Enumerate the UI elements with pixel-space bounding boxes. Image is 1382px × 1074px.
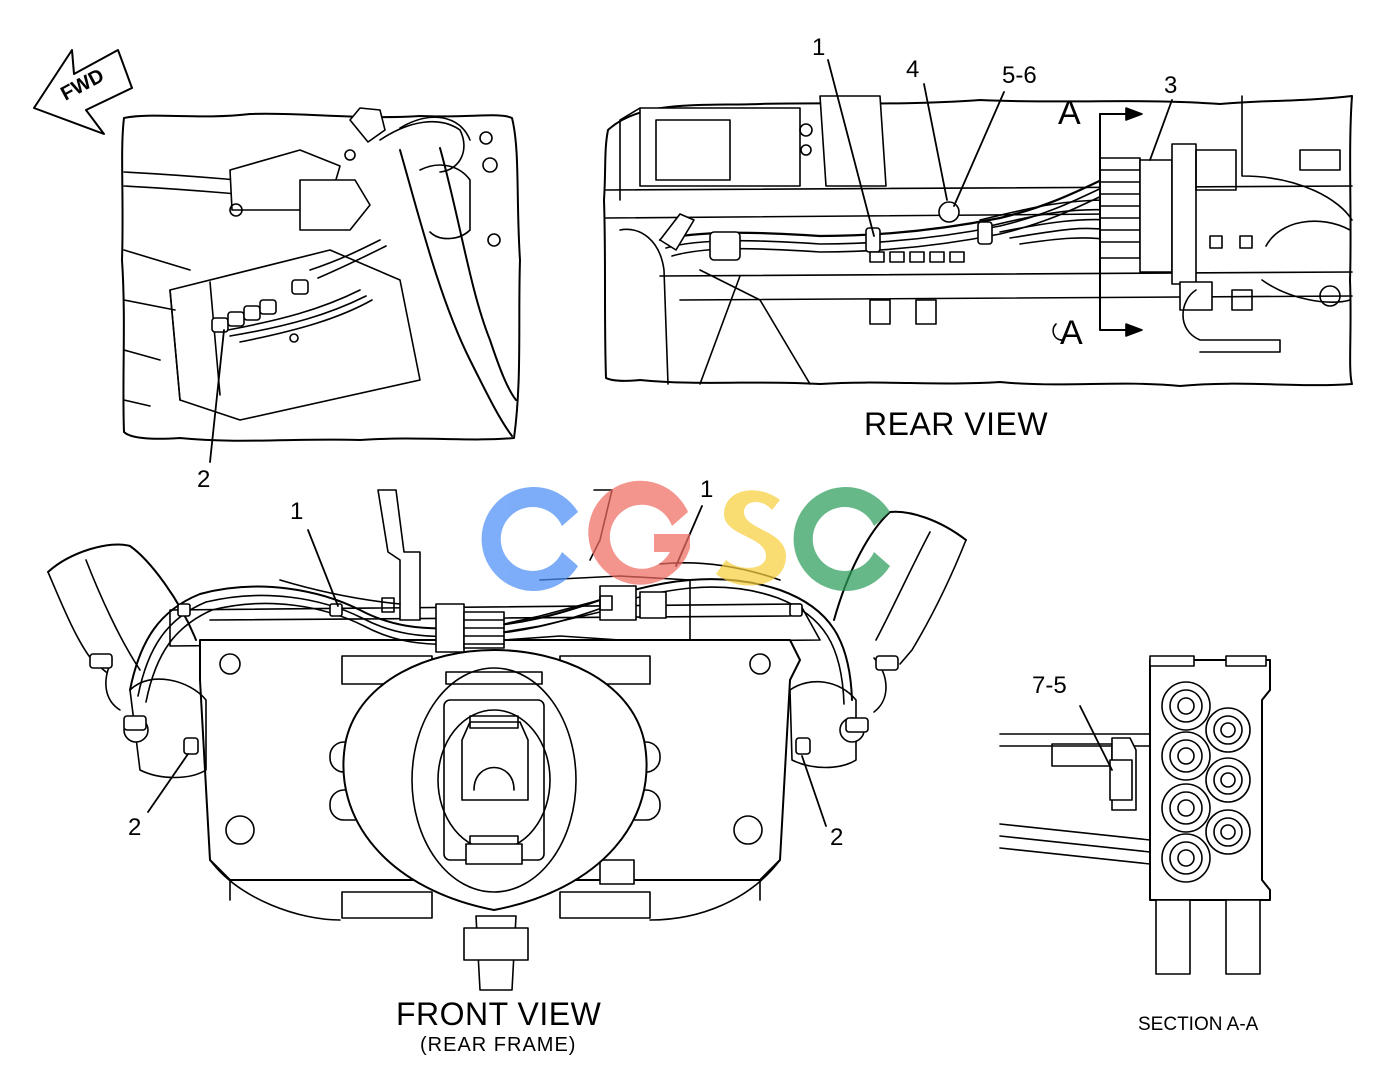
front-view-title: FRONT VIEW (396, 996, 602, 1032)
fwd-arrow-icon (33, 49, 133, 135)
callout-front-1-right: 1 (700, 476, 714, 503)
rear-view-title: REAR VIEW (864, 406, 1049, 442)
callout-section-7-5: 7-5 (1032, 672, 1067, 699)
detail-view-top-left (121, 107, 521, 463)
cgsc-watermark (481, 480, 890, 592)
callout-rear-4: 4 (906, 56, 920, 83)
callout-rear-1: 1 (812, 34, 826, 61)
callout-front-1-left: 1 (290, 498, 304, 525)
callout-front-2-right: 2 (830, 824, 844, 851)
callout-rear-5-6: 5-6 (1002, 62, 1037, 89)
section-marker-bottom: A (1060, 314, 1083, 352)
callout-top-left-2: 2 (197, 466, 211, 493)
callout-rear-3: 3 (1164, 72, 1178, 99)
callout-front-2-left: 2 (128, 814, 142, 841)
rear-view-drawing (603, 59, 1353, 387)
front-view-subtitle: (REAR FRAME) (420, 1034, 577, 1056)
section-marker-top: A (1058, 94, 1081, 132)
section-a-a-drawing (999, 655, 1271, 975)
section-a-a-title: SECTION A-A (1138, 1014, 1259, 1035)
